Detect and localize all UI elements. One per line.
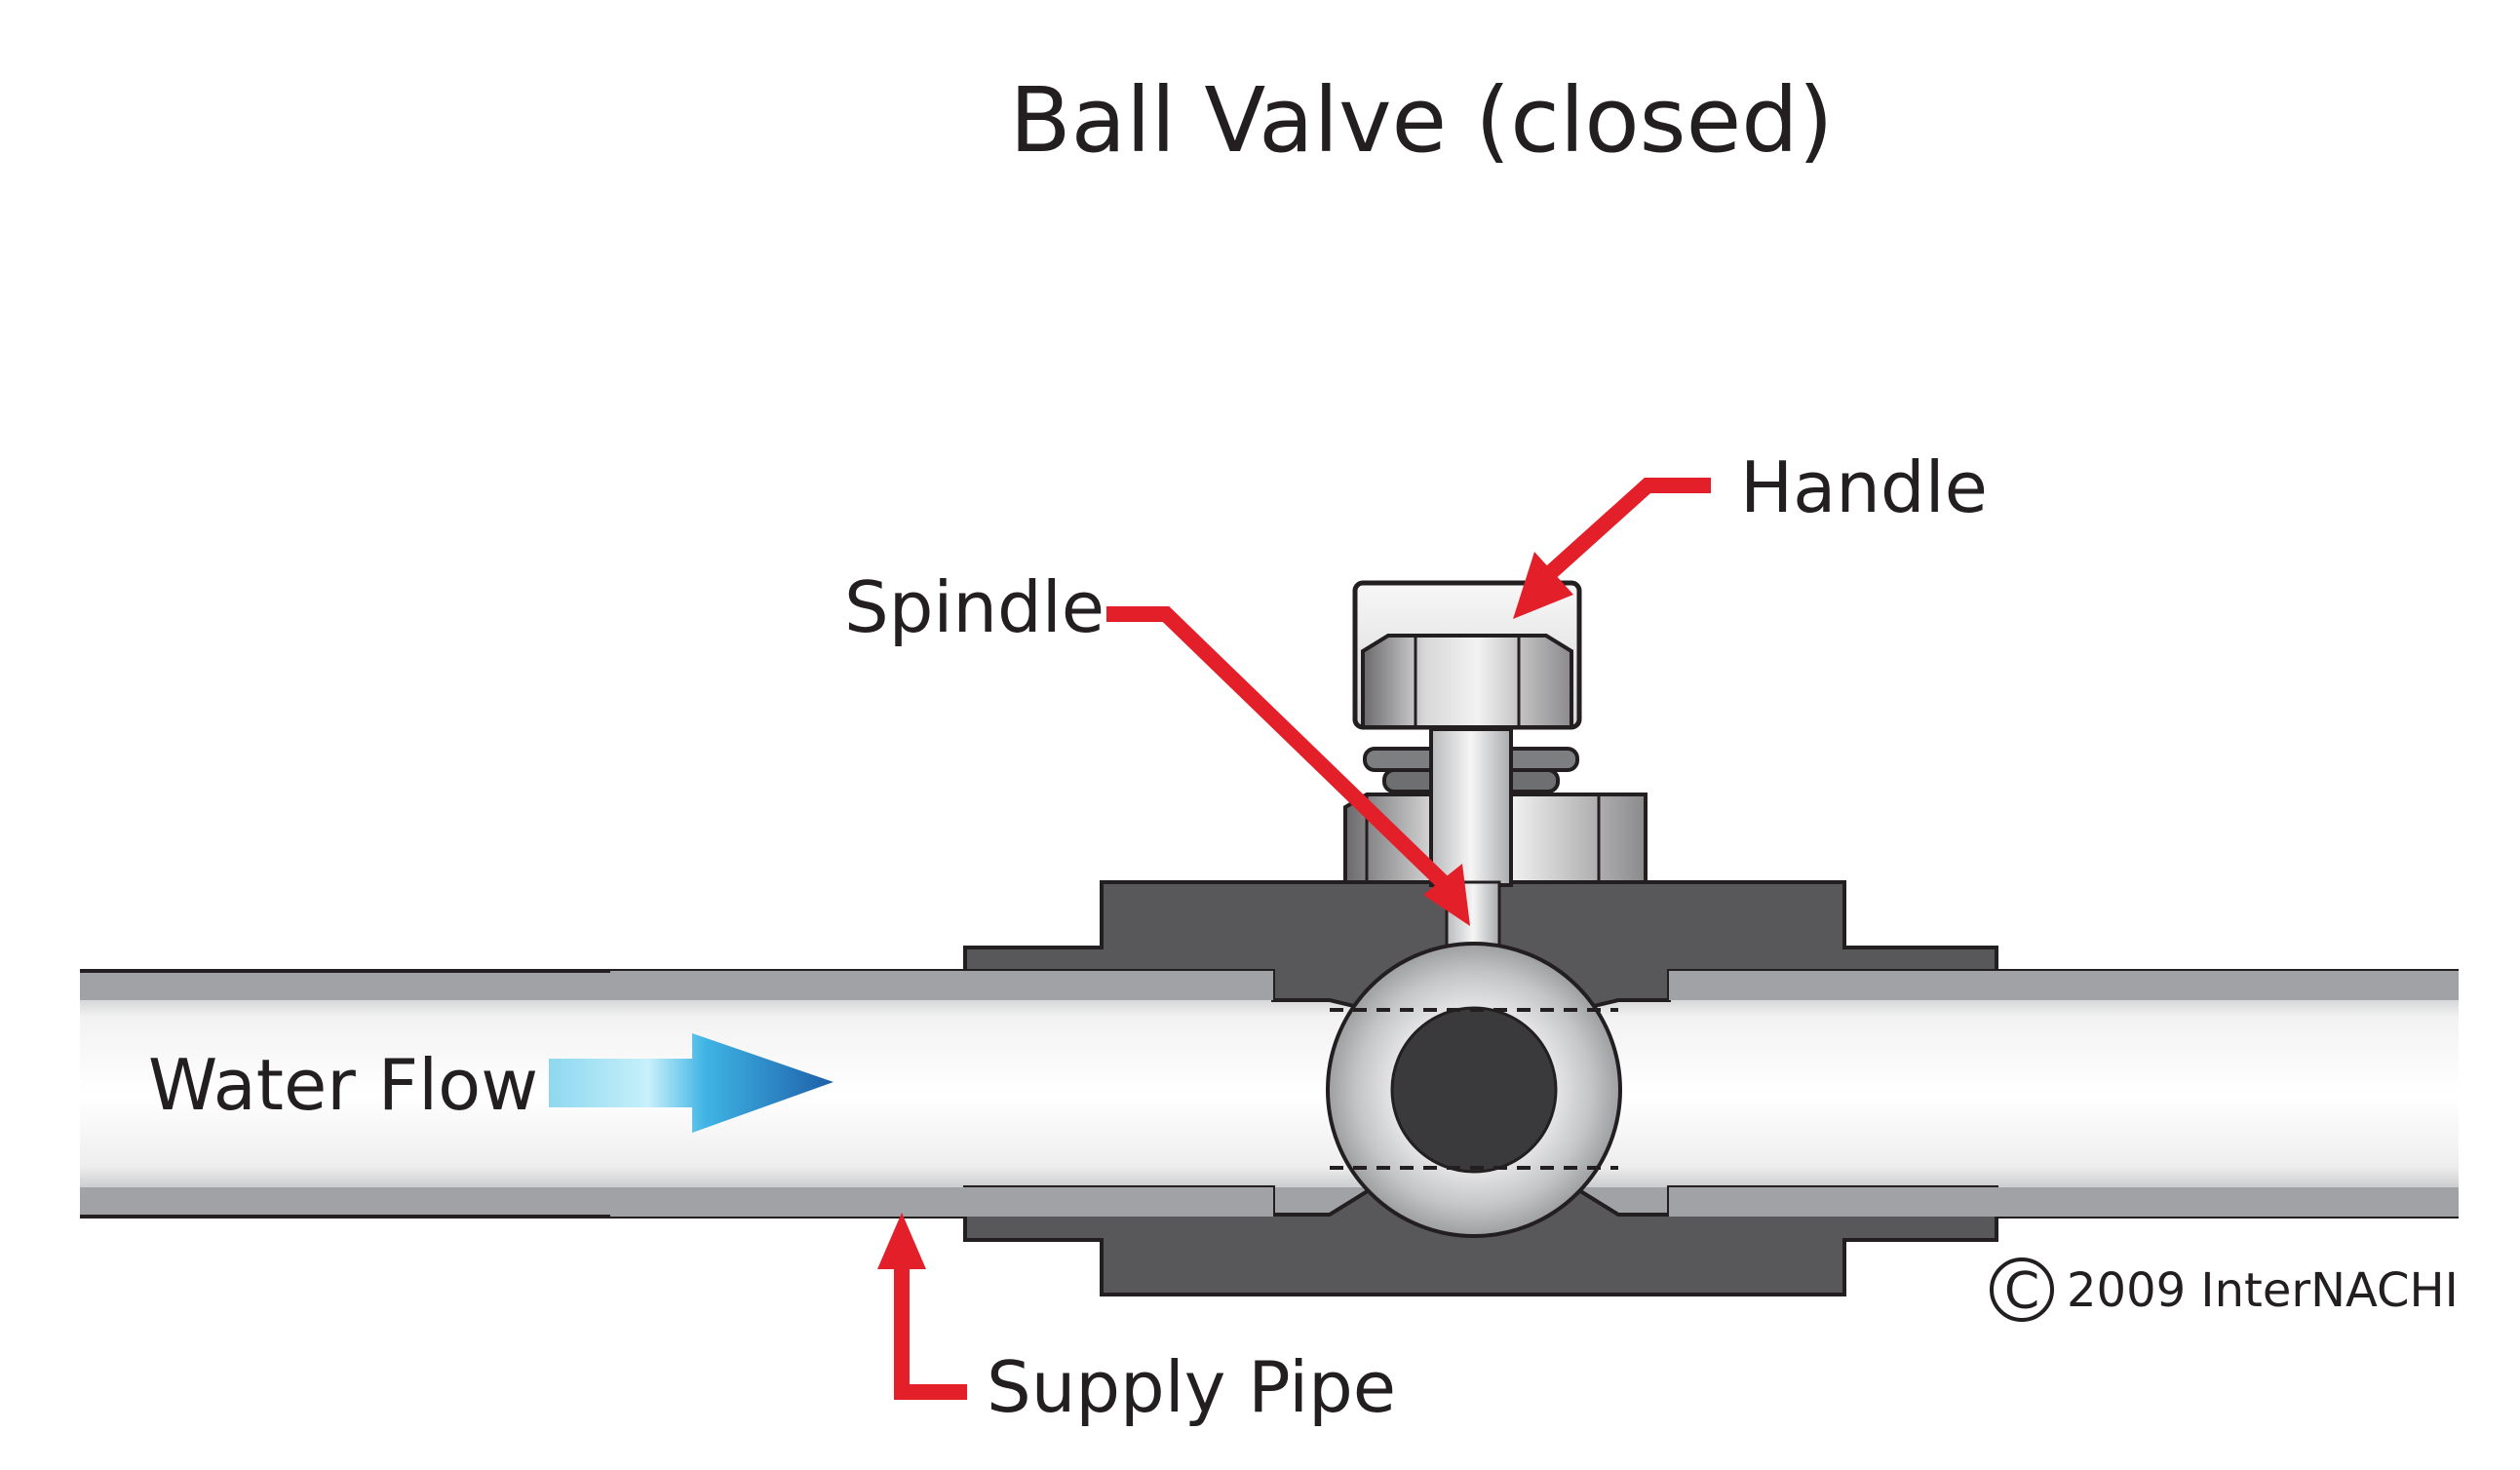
supply-pipe-callout: Supply Pipe (877, 1213, 1396, 1428)
handle-label: Handle (1740, 446, 1988, 528)
copyright: C 2009 InterNACHI (1990, 1257, 2459, 1322)
leader-arrow-icon (1106, 606, 1449, 888)
spindle-callout: Spindle (844, 566, 1470, 926)
arrow-right-icon (549, 1033, 834, 1133)
ball-port (1390, 1006, 1558, 1174)
stem (1429, 727, 1513, 887)
valve-ball (1326, 942, 1622, 1238)
water-flow-label: Water Flow (148, 1044, 538, 1126)
leader-arrow-icon (1544, 478, 1711, 579)
leader-arrowhead (1513, 552, 1573, 619)
hex-bolt-head (1361, 634, 1573, 729)
copyright-symbol: C (2004, 1262, 2039, 1321)
handle-callout: Handle (1513, 446, 1988, 619)
supply-pipe-label: Supply Pipe (987, 1346, 1396, 1428)
valve-seat-left-bottom (610, 1187, 1273, 1217)
valve-seat-right-top (1669, 971, 2459, 1000)
leader-arrowhead (1423, 864, 1470, 926)
valve-seat-right-bottom (1669, 1187, 2459, 1217)
leader-arrowhead (877, 1213, 926, 1269)
leader-arrow-icon (894, 1257, 967, 1400)
copyright-icon (1990, 1257, 2054, 1322)
pipe-bore (80, 992, 2459, 1197)
copyright-text: 2009 InterNACHI (2067, 1263, 2459, 1318)
spindle-label: Spindle (844, 566, 1105, 648)
valve-seat-left-top (610, 971, 1273, 1000)
diagram-title: Ball Valve (closed) (1009, 68, 1833, 173)
